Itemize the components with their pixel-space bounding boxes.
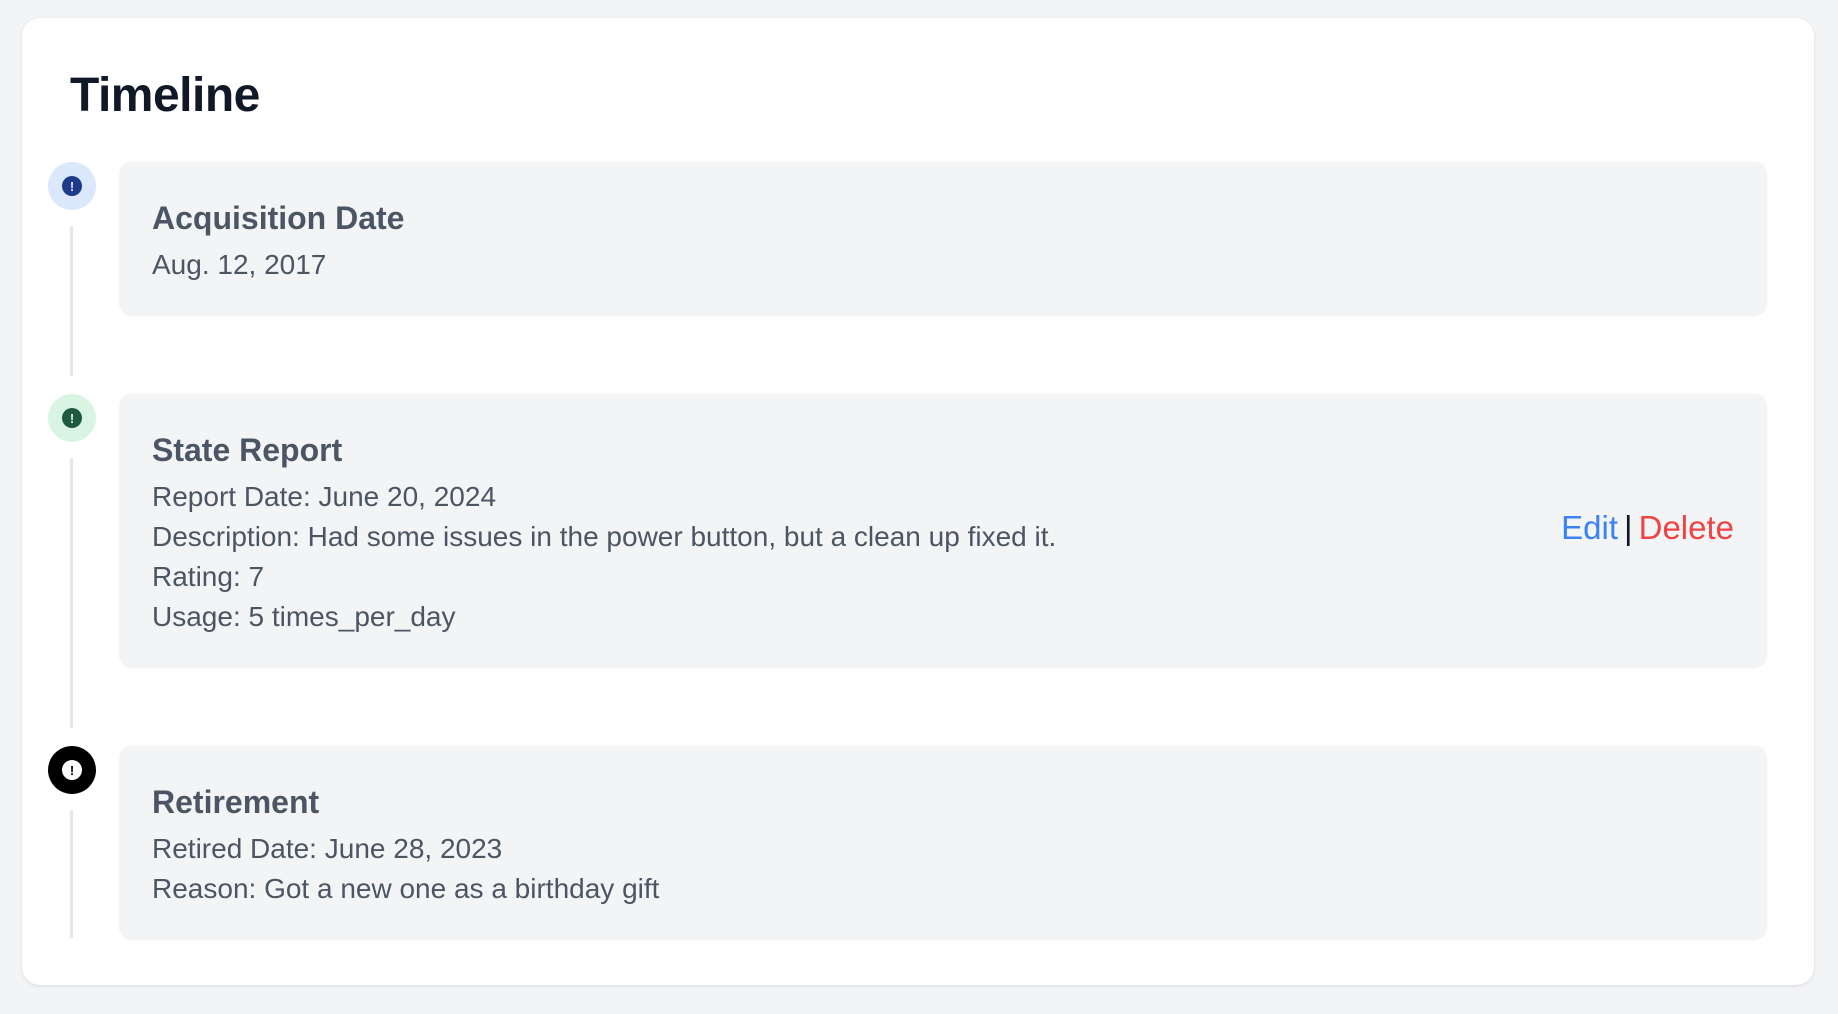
- page-title: Timeline: [70, 69, 260, 122]
- edit-link[interactable]: Edit: [1561, 509, 1619, 546]
- event-heading: State Report: [152, 432, 343, 468]
- event-detail: Description: Had some issues in the powe…: [152, 521, 1057, 552]
- event-heading: Acquisition Date: [152, 200, 405, 236]
- action-separator: |: [1624, 509, 1633, 546]
- event-actions: Edit|Delete: [1561, 508, 1734, 548]
- event-detail: Aug. 12, 2017: [152, 249, 327, 280]
- event-card: Acquisition Date Aug. 12, 2017: [120, 162, 1766, 314]
- event-detail: Rating: 7: [152, 561, 265, 592]
- alert-circle-icon: !: [48, 746, 96, 794]
- timeline-connector: [70, 458, 73, 728]
- delete-link[interactable]: Delete: [1638, 509, 1734, 546]
- timeline-connector: [70, 226, 73, 376]
- event-detail: Report Date: June 20, 2024: [152, 481, 497, 512]
- exclamation-icon: !: [62, 176, 82, 196]
- exclamation-icon: !: [62, 408, 82, 428]
- exclamation-icon: !: [62, 760, 82, 780]
- timeline-connector: [70, 810, 73, 938]
- event-card: Retirement Retired Date: June 28, 2023 R…: [120, 746, 1766, 938]
- alert-circle-icon: !: [48, 394, 96, 442]
- event-detail: Usage: 5 times_per_day: [152, 601, 456, 632]
- timeline-panel: Timeline ! Acquisition Date Aug. 12, 201…: [22, 18, 1814, 985]
- alert-circle-icon: !: [48, 162, 96, 210]
- event-detail: Retired Date: June 28, 2023: [152, 833, 503, 864]
- event-heading: Retirement: [152, 784, 320, 820]
- event-detail: Reason: Got a new one as a birthday gift: [152, 873, 660, 904]
- event-card: State Report Report Date: June 20, 2024 …: [120, 394, 1766, 666]
